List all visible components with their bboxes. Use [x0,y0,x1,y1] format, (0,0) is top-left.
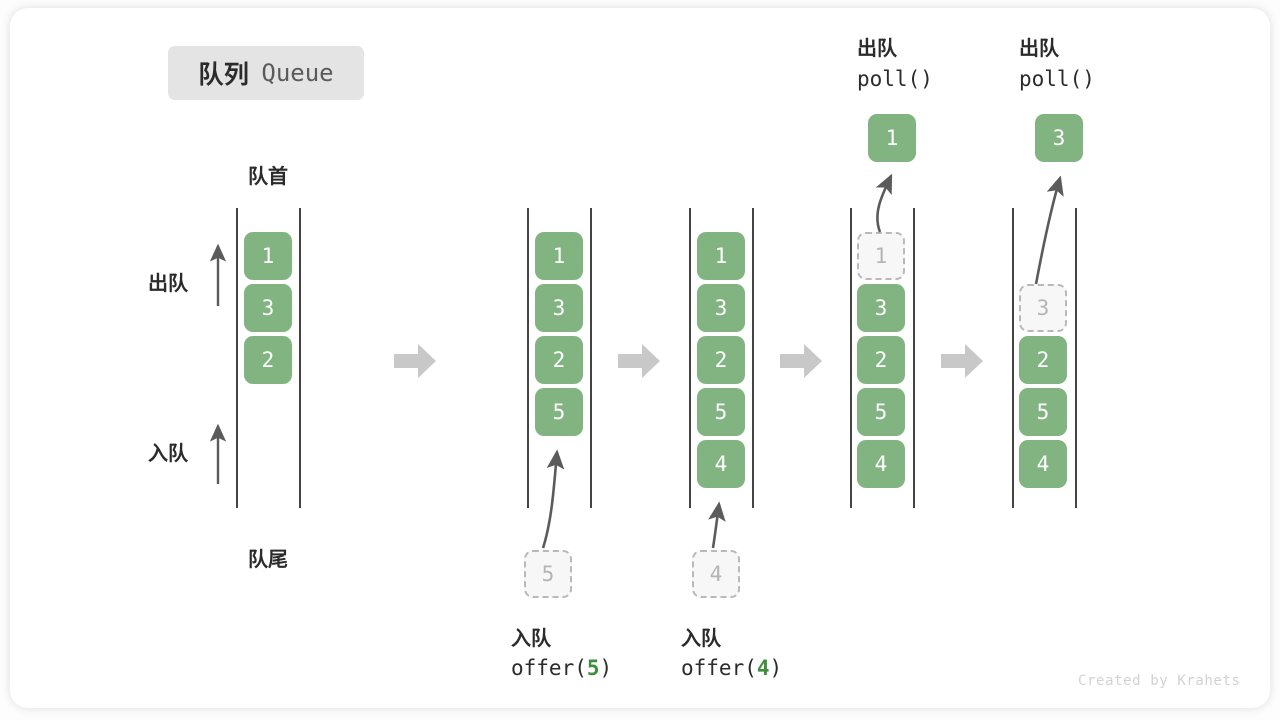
queue-cell: 4 [1019,440,1067,488]
title-en: Queue [261,59,334,87]
caption-enqueue-cn-col2: 入队 [511,628,551,650]
queue-cell: 1 [244,232,292,280]
incoming-ghost-cell: 4 [692,550,740,598]
code-prefix: offer( [681,656,757,680]
caption-offer-code-col2: offer(5) [511,656,612,680]
queue-cell: 5 [697,388,745,436]
code-arg: 5 [586,656,600,680]
step-arrow-icon [939,338,985,384]
watermark-credit: Created by Krahets [1078,673,1241,689]
queue-cell: 3 [244,284,292,332]
rail-right-col2 [590,208,592,508]
dequeue-motion-arrow-col5 [1034,175,1064,285]
header-poll-code-col4: poll() [857,67,933,91]
rail-left-col5 [1012,208,1014,508]
code-prefix: offer( [511,656,587,680]
header-poll-code-col5: poll() [1019,67,1095,91]
queue-cell: 1 [535,232,583,280]
removed-ghost-cell: 3 [1019,284,1067,332]
outgoing-cell: 1 [868,114,916,162]
queue-cell: 5 [1019,388,1067,436]
rail-right-col3 [752,208,754,508]
enqueue-motion-arrow-col3 [708,501,726,549]
label-dequeue-direction: 出队 [148,273,188,295]
queue-cell: 3 [697,284,745,332]
queue-cell: 3 [535,284,583,332]
removed-ghost-cell: 1 [857,232,905,280]
header-dequeue-cn-col4: 出队 [857,38,897,60]
step-arrow-icon [392,338,438,384]
incoming-ghost-cell: 5 [524,550,572,598]
queue-cell: 2 [1019,336,1067,384]
queue-cell: 2 [535,336,583,384]
label-queue-tail: 队尾 [248,549,288,571]
caption-offer-code-col3: offer(4) [681,656,782,680]
header-dequeue-cn-col5: 出队 [1019,38,1059,60]
rail-left-col2 [527,208,529,508]
queue-cell: 5 [857,388,905,436]
rail-right-col5 [1075,208,1077,508]
queue-cell: 1 [697,232,745,280]
code-suffix: ) [599,656,613,680]
code-arg: 4 [756,656,770,680]
step-arrow-icon [778,338,824,384]
rail-left-col1 [236,208,238,508]
enqueue-motion-arrow-col2 [541,449,565,549]
rail-right-col1 [299,208,301,508]
queue-cell: 2 [244,336,292,384]
step-arrow-icon [616,338,662,384]
code-suffix: ) [769,656,783,680]
rail-left-col3 [689,208,691,508]
dequeue-motion-arrow-col4 [875,173,893,233]
queue-cell: 2 [857,336,905,384]
label-queue-head: 队首 [248,166,288,188]
label-enqueue-direction: 入队 [148,443,188,465]
queue-cell: 2 [697,336,745,384]
queue-cell: 4 [857,440,905,488]
rail-right-col4 [913,208,915,508]
title-cn: 队列 [198,61,250,89]
diagram-title-badge: 队列 Queue [168,46,364,100]
caption-enqueue-cn-col3: 入队 [681,628,721,650]
queue-cell-new: 5 [535,388,583,436]
outgoing-cell: 3 [1035,114,1083,162]
queue-cell-new: 4 [697,440,745,488]
rail-left-col4 [850,208,852,508]
queue-cell: 3 [857,284,905,332]
